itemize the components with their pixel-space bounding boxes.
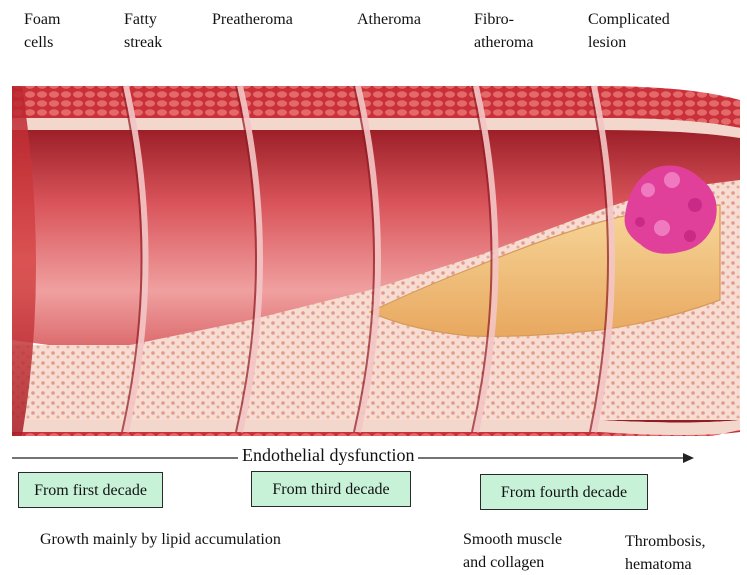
decade-fourth: From fourth decade [480, 474, 648, 510]
decade-third: From third decade [251, 471, 411, 507]
caption-lipid-accumulation: Growth mainly by lipid accumulation [40, 528, 281, 551]
timeline-label: Endothelial dysfunction [238, 445, 418, 466]
decade-first: From first decade [18, 472, 163, 508]
caption-thrombosis-hematoma: Thrombosis, hematoma [625, 530, 705, 575]
caption-smooth-muscle-collagen: Smooth muscle and collagen [463, 528, 562, 574]
